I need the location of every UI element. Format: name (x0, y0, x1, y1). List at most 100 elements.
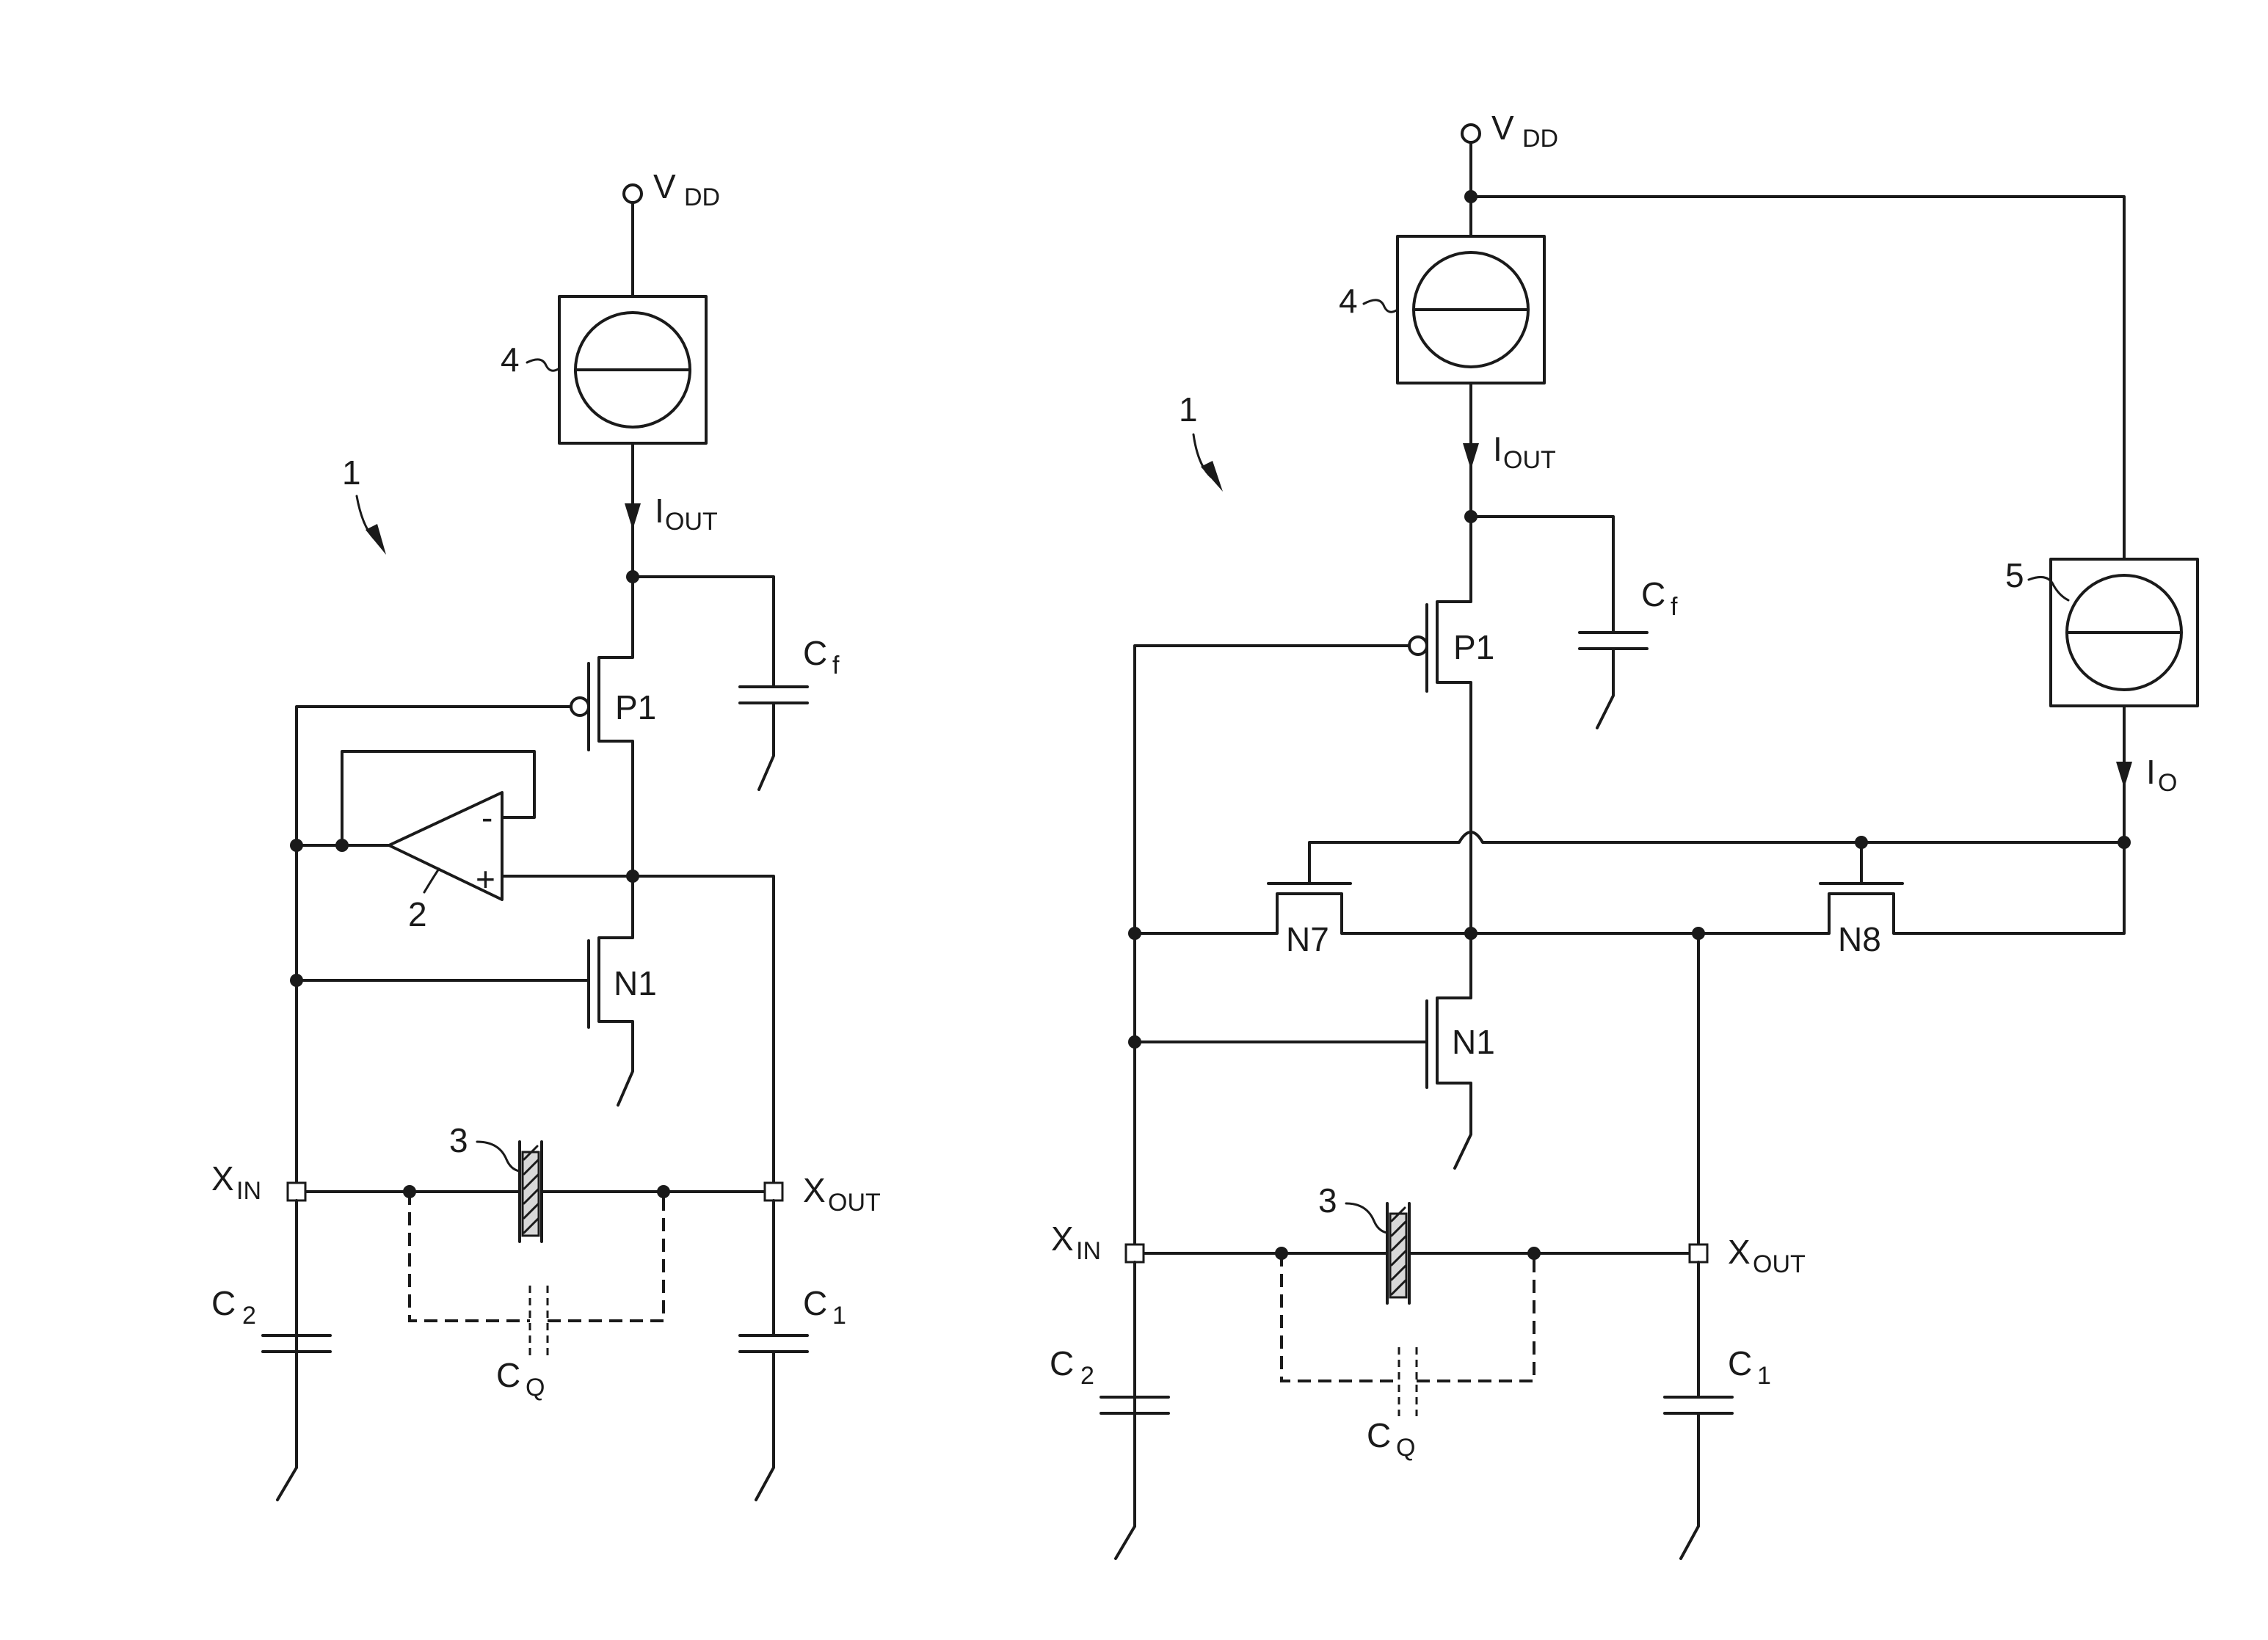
left-vdd-node-icon (624, 185, 641, 203)
left-c2-label: C (211, 1284, 236, 1322)
left-cq-subscript: Q (526, 1374, 545, 1402)
right-c1-ground-icon (1681, 1413, 1698, 1559)
right-p1-channel (1437, 517, 1471, 828)
left-transistor-n1: N1 (290, 876, 657, 1105)
right-n8-label: N8 (1838, 920, 1881, 958)
right-transistor-n7: N7 (1135, 883, 1471, 958)
left-c2-ground-icon (277, 1352, 297, 1500)
right-iout-label: I (1493, 430, 1502, 468)
right-cq-subscript: Q (1396, 1434, 1415, 1462)
left-p1-label: P1 (615, 688, 656, 726)
left-c1-label: C (803, 1284, 827, 1322)
right-io-label: I (2146, 753, 2156, 791)
left-iout-arrow-icon (625, 503, 641, 530)
right-iout-subscript: OUT (1503, 446, 1556, 474)
left-cf-wire (633, 577, 774, 687)
left-amp-minus-label: - (481, 798, 493, 837)
right-xin-subscript: IN (1076, 1237, 1101, 1265)
left-circuit: V DD 4 I OUT C f (211, 167, 881, 1500)
right-ref-1: 1 (1179, 390, 1223, 492)
left-amp-feedback-wire (342, 751, 534, 845)
left-node-cq-b (657, 1185, 670, 1198)
right-cf-plates (1580, 633, 1647, 649)
right-crystal-3: 3 (1318, 1181, 1409, 1303)
left-xout-wire (633, 876, 774, 1192)
left-vdd-label: V (653, 167, 676, 205)
left-ref-1-arrow-icon (366, 524, 386, 555)
left-cq-label: C (496, 1356, 520, 1394)
right-node-n1-gate (1128, 1035, 1141, 1049)
right-cq-label: C (1367, 1416, 1391, 1454)
left-c1-plates (740, 1335, 807, 1352)
right-crystal-body-icon (1390, 1214, 1406, 1297)
right-n7-label: N7 (1286, 920, 1329, 958)
left-capacitor-c2: C 2 (211, 1284, 330, 1500)
left-crystal-3: 3 (449, 1121, 542, 1242)
right-ref-4-leader (1364, 300, 1397, 312)
left-xin-pin (288, 1183, 305, 1200)
right-p1-gate-wire (1135, 646, 1409, 1526)
left-capacitor-c1: C 1 (740, 1200, 846, 1500)
left-node-amp-minus (335, 839, 349, 852)
left-cf-label: C (803, 634, 827, 672)
left-ref-2-leader (424, 869, 439, 892)
left-cf-plates (740, 687, 807, 703)
right-c2-label: C (1050, 1344, 1074, 1382)
left-ref-4: 4 (501, 340, 520, 379)
right-capacitor-c2: C 2 (1050, 1262, 1168, 1559)
right-c1-plates (1665, 1397, 1732, 1413)
left-ref-2: 2 (408, 895, 427, 933)
right-transistor-n1: N1 (1128, 933, 1495, 1168)
right-iout-arrow-icon (1463, 443, 1479, 470)
right-ref-3: 3 (1318, 1181, 1337, 1220)
right-c1-label: C (1728, 1344, 1752, 1382)
right-ref-3-leader (1346, 1203, 1387, 1233)
left-iout-subscript: OUT (665, 508, 718, 536)
right-current-source-5: 5 (2005, 556, 2198, 706)
left-vdd-terminal: V DD (624, 167, 720, 211)
right-ref-1-arrow-icon (1201, 461, 1223, 492)
right-node-cq-b (1527, 1247, 1541, 1260)
right-xout-pin (1690, 1244, 1707, 1262)
right-xout-subscript: OUT (1753, 1250, 1806, 1278)
right-transistor-p1: P1 (1135, 517, 1494, 1526)
right-ref-5: 5 (2005, 556, 2024, 594)
left-n1-label: N1 (614, 964, 657, 1002)
right-n8-channel (1471, 842, 2124, 933)
right-p1-gate-bubble-icon (1409, 637, 1427, 655)
left-xin-label: X (211, 1159, 234, 1198)
right-vdd-terminal: V DD (1462, 109, 1558, 153)
right-capacitor-c1: C 1 (1665, 1262, 1771, 1559)
left-node-amp-out (290, 839, 303, 852)
left-amp-plus-label: + (476, 860, 495, 898)
left-iout-label: I (655, 492, 664, 530)
left-ref-1-label: 1 (342, 453, 361, 492)
right-cf-ground-icon (1597, 649, 1613, 728)
right-c2-ground-icon (1116, 1413, 1135, 1559)
left-crystal-body-icon (523, 1152, 539, 1236)
right-cf-subscript: f (1671, 593, 1678, 621)
left-ref-3-leader (477, 1142, 520, 1171)
right-ref-1-label: 1 (1179, 390, 1198, 429)
right-current-source-4: 4 (1339, 236, 1544, 383)
right-cq-dashed-plates (1399, 1347, 1417, 1416)
left-p1-gate-bubble-icon (571, 698, 589, 715)
right-c2-subscript: 2 (1080, 1362, 1094, 1390)
left-ref-3: 3 (449, 1121, 468, 1159)
right-transistor-n8: N8 (1471, 842, 2124, 958)
left-vdd-subscript: DD (684, 183, 720, 211)
left-c1-subscript: 1 (832, 1302, 846, 1330)
right-ref-4: 4 (1339, 282, 1358, 320)
right-circuit: V DD 4 I OUT C f (1050, 109, 2198, 1559)
right-gate-bus-wire (1309, 832, 2124, 883)
left-current-source-4: 4 (501, 296, 706, 443)
right-io-subscript: O (2158, 769, 2177, 797)
left-cq-dashed-plates (530, 1286, 548, 1356)
left-xout-pin (765, 1183, 782, 1200)
right-n1-label: N1 (1452, 1023, 1495, 1061)
right-cf-label: C (1641, 575, 1665, 613)
right-vdd-subscript: DD (1522, 125, 1558, 153)
right-capacitor-cf: C f (1580, 575, 1678, 728)
left-xout-subscript: OUT (828, 1189, 881, 1217)
